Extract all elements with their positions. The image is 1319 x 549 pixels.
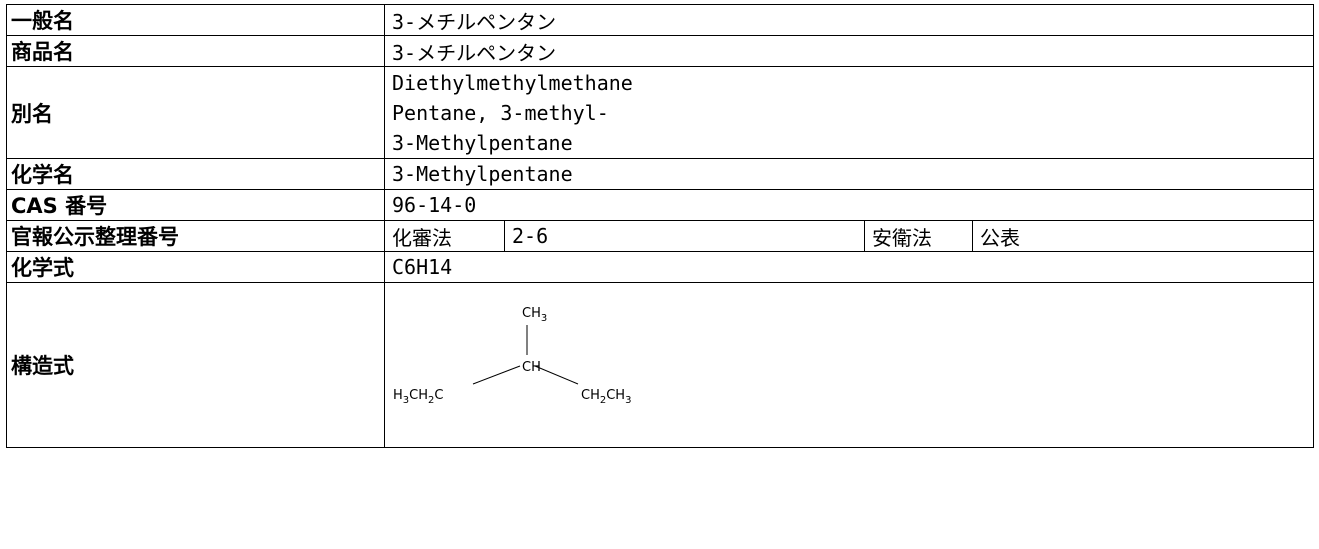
- row-structure: 構造式 CH3 CH H3CH2C CH2CH3: [6, 282, 1315, 448]
- product-name-value: 3-メチルペンタン: [383, 35, 1315, 67]
- aliases-label: 別名: [6, 66, 385, 159]
- gazette-number-label: 官報公示整理番号: [6, 220, 385, 252]
- bond-left: [472, 365, 521, 385]
- chemical-info-table: 一般名 3-メチルペンタン 商品名 3-メチルペンタン 別名 Diethylme…: [6, 4, 1315, 448]
- anei-label: 安衛法: [864, 220, 973, 252]
- left-ethyl-group: H3CH2C: [393, 388, 443, 406]
- general-name-label: 一般名: [6, 4, 385, 36]
- right-ethyl-subscript: 3: [625, 395, 631, 406]
- row-chemical-name: 化学名 3-Methylpentane: [6, 158, 1315, 190]
- right-ethyl-group: CH2CH3: [581, 388, 631, 406]
- alias-item: Diethylmethylmethane: [392, 70, 633, 95]
- structure-label: 構造式: [6, 282, 385, 448]
- row-general-name: 一般名 3-メチルペンタン: [6, 4, 1315, 36]
- left-ethyl-subscript: 2: [428, 395, 434, 406]
- kashin-label: 化審法: [384, 220, 505, 252]
- cas-number-label: CAS 番号: [6, 189, 385, 221]
- chemical-name-label: 化学名: [6, 158, 385, 190]
- anei-value: 公表: [971, 220, 1315, 252]
- row-aliases: 別名 Diethylmethylmethane Pentane, 3-methy…: [6, 66, 1315, 159]
- top-methyl-main: CH: [522, 306, 541, 321]
- kashin-value: 2-6: [504, 220, 865, 252]
- left-ethyl-part: C: [434, 388, 443, 403]
- formula-value: C6H14: [383, 251, 1315, 283]
- product-name-label: 商品名: [6, 35, 385, 67]
- formula-label: 化学式: [6, 251, 385, 283]
- cas-number-value: 96-14-0: [383, 189, 1315, 221]
- right-ethyl-subscript: 2: [600, 395, 606, 406]
- aliases-value: Diethylmethylmethane Pentane, 3-methyl- …: [383, 66, 1315, 159]
- right-ethyl-part: CH: [606, 388, 625, 403]
- bond-right: [534, 365, 579, 385]
- row-gazette-number: 官報公示整理番号 化審法 2-6 安衛法 公表: [6, 220, 1315, 252]
- left-ethyl-subscript: 3: [403, 395, 409, 406]
- alias-item: Pentane, 3-methyl-: [392, 100, 609, 125]
- row-cas-number: CAS 番号 96-14-0: [6, 189, 1315, 221]
- left-ethyl-part: CH: [409, 388, 428, 403]
- right-ethyl-part: CH: [581, 388, 600, 403]
- structure-cell: CH3 CH H3CH2C CH2CH3: [383, 282, 1315, 448]
- chemical-name-value: 3-Methylpentane: [383, 158, 1315, 190]
- center-methine-group: CH: [522, 360, 541, 375]
- row-product-name: 商品名 3-メチルペンタン: [6, 35, 1315, 67]
- top-methyl-group: CH3: [522, 306, 547, 324]
- alias-item: 3-Methylpentane: [392, 130, 573, 155]
- top-methyl-subscript: 3: [541, 313, 547, 324]
- row-formula: 化学式 C6H14: [6, 251, 1315, 283]
- left-ethyl-part: H: [393, 388, 403, 403]
- general-name-value: 3-メチルペンタン: [383, 4, 1315, 36]
- structural-formula-diagram: CH3 CH H3CH2C CH2CH3: [393, 306, 631, 406]
